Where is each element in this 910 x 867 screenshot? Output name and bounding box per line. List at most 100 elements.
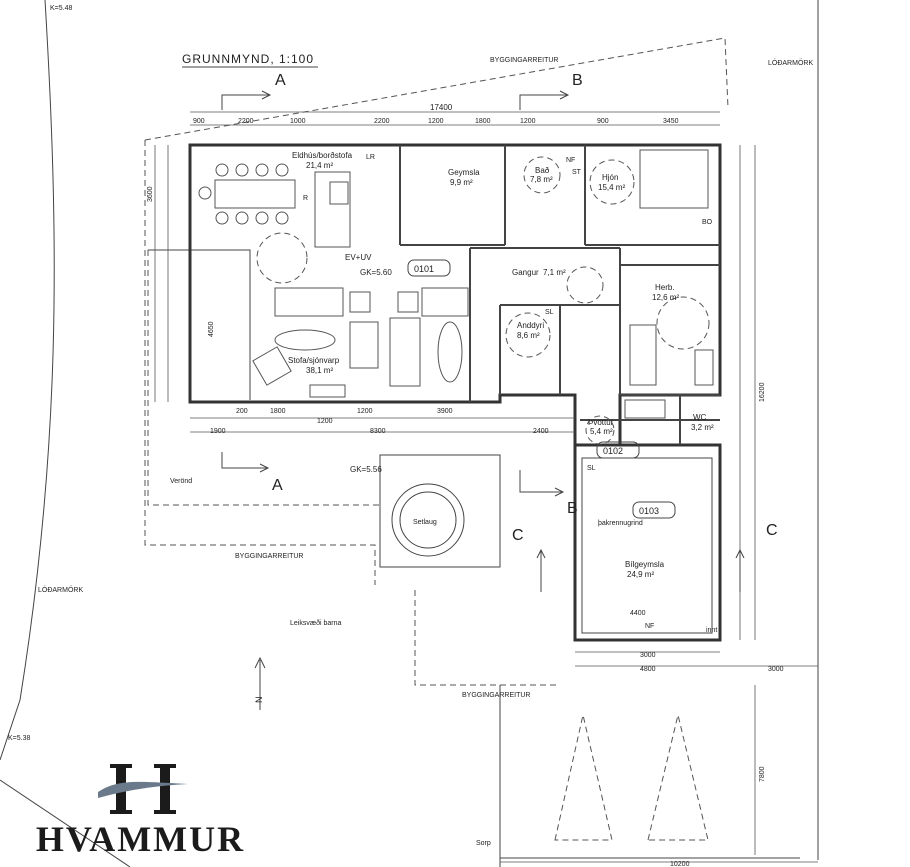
logo-wordmark: HVAMMUR	[35, 819, 246, 859]
svg-text:1200: 1200	[357, 408, 373, 415]
lot-line-label-left: LÓÐARMÖRK	[38, 585, 83, 594]
label-sl-garage: SL	[587, 465, 596, 472]
svg-text:16200: 16200	[759, 382, 766, 402]
car-marker-1	[554, 714, 613, 841]
svg-text:1800: 1800	[475, 118, 491, 125]
svg-text:7800: 7800	[759, 766, 766, 782]
space-tag-0102-box	[596, 441, 640, 459]
label-leiksvaedi: Leiksvæði barna	[290, 619, 341, 627]
lot-line-label-right: LÓÐARMÖRK	[768, 58, 813, 67]
svg-text:8300: 8300	[370, 428, 386, 435]
room-gangur-label: Gangur	[512, 268, 539, 277]
label-sl-hall: SL	[545, 309, 554, 316]
space-tag-0101: 0101	[414, 264, 434, 274]
elevation-house: GK=5.60	[360, 268, 392, 277]
drawing-title: GRUNNMYND, 1:100	[182, 52, 314, 66]
room-thvottur-area: 5,4 m²	[590, 427, 613, 436]
section-marker-b-bottom: B	[567, 500, 578, 517]
svg-text:3600: 3600	[147, 186, 154, 202]
svg-text:4800: 4800	[640, 666, 656, 673]
room-herb-name: Herb.	[655, 283, 675, 292]
svg-text:4400: 4400	[630, 610, 646, 617]
dim-top-row: 900 2200 1000 2200 1200 1800 1200 900 34…	[193, 118, 679, 125]
space-tag-0101-box	[407, 259, 451, 277]
room-bilgeymsla-area: 24,9 m²	[627, 570, 654, 579]
label-innt: innt	[706, 627, 717, 634]
svg-text:2200: 2200	[374, 118, 390, 125]
space-tag-0102: 0102	[603, 446, 623, 456]
lot-boundary-left	[0, 0, 55, 761]
label-grind: þakrennugrind	[598, 520, 643, 527]
label-verond: Verönd	[170, 478, 192, 485]
room-hjon-area: 15,4 m²	[598, 183, 625, 192]
svg-text:1900: 1900	[210, 428, 226, 435]
svg-text:1200: 1200	[520, 118, 536, 125]
svg-text:200: 200	[236, 408, 248, 415]
hot-tub-deck	[379, 454, 501, 568]
svg-text:1800: 1800	[270, 408, 286, 415]
section-marker-a-bottom: A	[272, 477, 283, 494]
garage-inner	[581, 457, 713, 634]
room-gangur-area: 7,1 m²	[543, 268, 566, 277]
room-geymsla-area: 9,9 m²	[450, 178, 473, 187]
svg-text:900: 900	[193, 118, 205, 125]
north-label: N	[254, 697, 264, 704]
label-st-bath: ST	[572, 169, 582, 176]
svg-text:4650: 4650	[208, 321, 215, 337]
h-monogram-icon	[98, 764, 188, 814]
label-r-kitchen: R	[303, 195, 308, 202]
elevation-bottom: K=5.38	[8, 735, 30, 742]
car-marker-2	[647, 714, 709, 841]
lot-boundary-bottom-left	[0, 779, 131, 867]
room-herb-area: 12,6 m²	[652, 293, 679, 302]
elevation-top: K=5.48	[50, 5, 72, 12]
room-stofa-area: 38,1 m²	[306, 366, 333, 375]
svg-text:2200: 2200	[238, 118, 254, 125]
section-arrows	[221, 90, 745, 592]
svg-text:3000: 3000	[640, 652, 656, 659]
north-arrow-head	[254, 656, 266, 669]
hot-tub-inner	[399, 491, 457, 549]
room-anddyri-area: 8,6 m²	[517, 331, 540, 340]
elevation-deck: GK=5.56	[350, 465, 382, 474]
svg-text:2400: 2400	[533, 428, 549, 435]
space-tag-0103-box	[632, 501, 676, 519]
room-anddyri-name: Anddyri	[517, 321, 544, 330]
room-hjon-name: Hjón	[602, 173, 618, 182]
room-stofa-name: Stofa/sjónvarp	[288, 356, 340, 365]
room-wc-name: WC	[693, 413, 707, 422]
building-boundary-left	[144, 140, 376, 585]
hot-tub-outer	[391, 483, 465, 557]
section-marker-c-right: C	[766, 522, 778, 539]
dim-bottom-row: 200 1800 1200 1200 3900 8300 1900 2400 4…	[210, 408, 784, 867]
room-geymsla-name: Geymsla	[448, 168, 480, 177]
room-eldhus-area: 21,4 m²	[306, 161, 333, 170]
interior-walls	[399, 145, 720, 445]
label-nf-garage: NF	[645, 623, 654, 630]
garage-outline	[573, 443, 722, 642]
room-bad-area: 7,8 m²	[530, 175, 553, 184]
svg-text:10200: 10200	[670, 861, 690, 867]
building-boundary-top	[144, 37, 729, 141]
svg-text:3900: 3900	[437, 408, 453, 415]
svg-text:1200: 1200	[317, 418, 333, 425]
room-wc-area: 3,2 m²	[691, 423, 714, 432]
svg-text:3450: 3450	[663, 118, 679, 125]
building-boundary-label-top: BYGGINGARREITUR	[490, 57, 558, 64]
room-thvottur-name: Þvottur	[588, 418, 614, 427]
building-boundary-label-bottom: BYGGINGARREITUR	[462, 692, 530, 699]
space-tag-0103: 0103	[639, 506, 659, 516]
dimension-lines	[154, 111, 818, 863]
dim-overall-top: 17400	[430, 103, 453, 112]
dim-right-col: 16200 7800	[759, 382, 766, 782]
hvammur-logo: HVAMMUR	[8, 760, 273, 860]
room-bad-name: Bað	[535, 166, 550, 175]
veranda-outline	[147, 250, 380, 506]
section-marker-c-left: C	[512, 527, 524, 544]
building-boundary-bottom	[414, 590, 560, 686]
svg-text:1200: 1200	[428, 118, 444, 125]
svg-text:1000: 1000	[290, 118, 306, 125]
label-lr-kitchen: LR	[366, 154, 375, 161]
svg-text:900: 900	[597, 118, 609, 125]
